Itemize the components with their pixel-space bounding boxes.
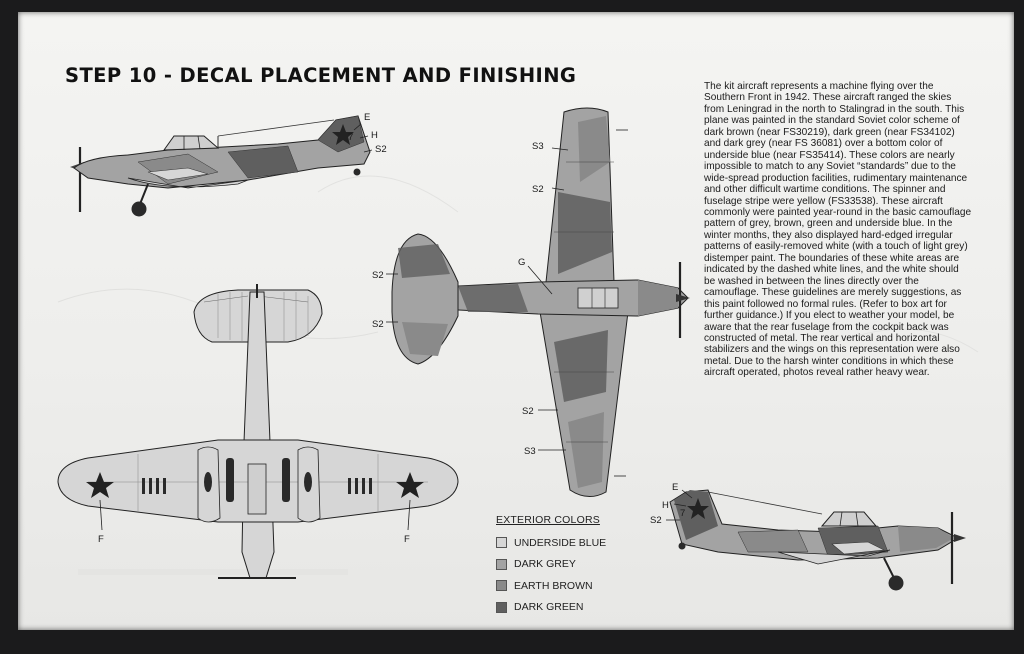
- callout-s2-tail-lower: S2: [372, 319, 384, 330]
- legend-label: DARK GREEN: [514, 601, 584, 614]
- callout-s2-right: S2: [650, 515, 662, 526]
- legend-title: EXTERIOR COLORS: [496, 514, 600, 526]
- legend-item-dark-green: DARK GREEN: [496, 597, 636, 619]
- page-title: STEP 10 - DECAL PLACEMENT AND FINISHING: [65, 64, 577, 87]
- exterior-colors-legend: EXTERIOR COLORS UNDERSIDE BLUE DARK GREY…: [496, 514, 636, 618]
- instruction-sheet: STEP 10 - DECAL PLACEMENT AND FINISHING …: [18, 12, 1014, 630]
- callout-s2-bottom: S2: [522, 406, 534, 417]
- side-profile-left: 7 E H S2: [70, 112, 387, 217]
- callout-h: H: [371, 130, 378, 141]
- callout-e: E: [364, 112, 370, 123]
- swatch-dark-green: [496, 601, 507, 613]
- callout-s3-bottom: S3: [524, 446, 536, 457]
- callout-s3-top: S3: [532, 141, 544, 152]
- svg-text:7: 7: [348, 132, 353, 143]
- legend-item-earth-brown: EARTH BROWN: [496, 575, 636, 597]
- legend-label: UNDERSIDE BLUE: [514, 536, 607, 549]
- legend-item-dark-grey: DARK GREY: [496, 554, 636, 576]
- bottom-view-aircraft: F F: [57, 284, 459, 579]
- callout-h-right: H: [662, 500, 669, 511]
- svg-text:7: 7: [680, 508, 685, 519]
- callout-s2-tail-upper: S2: [372, 270, 384, 281]
- swatch-earth-brown: [496, 580, 507, 592]
- aircraft-drawings: 7 E H S2: [57, 107, 966, 591]
- callout-f-left: F: [98, 534, 104, 545]
- swatch-dark-grey: [496, 558, 507, 570]
- callout-s2-top: S2: [532, 184, 544, 195]
- legend-item-underside-blue: UNDERSIDE BLUE: [496, 532, 636, 554]
- callout-f-right: F: [404, 534, 410, 545]
- swatch-underside-blue: [496, 537, 507, 549]
- callout-g: G: [518, 257, 525, 268]
- side-profile-right: 7 E H S2: [650, 482, 966, 591]
- top-view-aircraft: S3 S2 G S2 S2 S2 S3: [372, 107, 690, 497]
- legend-label: EARTH BROWN: [514, 579, 593, 592]
- description-text: The kit aircraft represents a machine fl…: [704, 81, 972, 379]
- legend-label: DARK GREY: [514, 558, 576, 571]
- callout-e-right: E: [672, 482, 678, 493]
- callout-s2: S2: [375, 144, 387, 155]
